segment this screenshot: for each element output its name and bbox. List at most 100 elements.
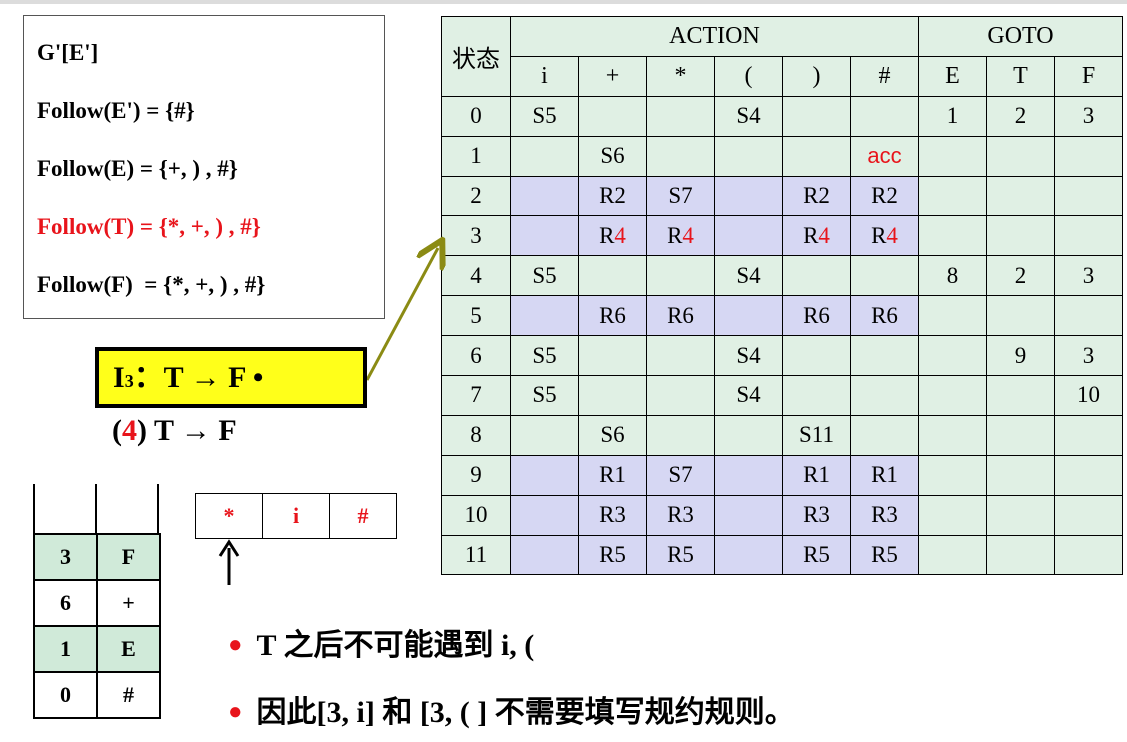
table-cell: R5 xyxy=(646,534,715,576)
grammar-title: G'[E'] xyxy=(37,40,99,65)
state-cell: 3 xyxy=(441,215,511,257)
table-cell xyxy=(578,375,647,416)
follow-line-f: Follow(F) = {*, +, ) , #} xyxy=(37,272,266,297)
follow-line-e: Follow(E) = {+, ) , #} xyxy=(37,156,238,181)
column-header: F xyxy=(1054,55,1123,97)
table-cell: S5 xyxy=(510,335,579,377)
table-cell xyxy=(646,335,715,377)
table-cell xyxy=(850,335,919,377)
stack-row: 0# xyxy=(33,671,161,719)
bullet-dot-icon: ● xyxy=(228,632,243,658)
table-cell: R4 xyxy=(578,215,647,257)
table-cell: 10 xyxy=(1054,375,1123,416)
table-cell xyxy=(510,135,579,177)
table-cell: R3 xyxy=(646,494,715,536)
table-cell: R2 xyxy=(782,175,851,217)
table-cell: 3 xyxy=(1054,335,1123,377)
bullet-1: ●T 之后不可能遇到 i, ( xyxy=(228,620,534,664)
table-cell xyxy=(986,215,1055,257)
production-number: 4 xyxy=(122,414,137,447)
state-header: 状态 xyxy=(441,16,511,97)
state-cell: 9 xyxy=(441,454,511,496)
table-cell: S5 xyxy=(510,95,579,137)
table-cell: R6 xyxy=(646,295,715,337)
table-cell: R5 xyxy=(578,534,647,576)
state-cell: 2 xyxy=(441,175,511,217)
table-cell xyxy=(986,414,1055,456)
state-cell: 5 xyxy=(441,295,511,337)
table-cell: R4 xyxy=(782,215,851,257)
table-cell: R3 xyxy=(850,494,919,536)
column-header: E xyxy=(918,55,987,97)
input-symbol: * xyxy=(195,493,263,539)
state-cell: 1 xyxy=(441,135,511,177)
stack-symbol: F xyxy=(96,533,161,581)
table-cell xyxy=(782,335,851,377)
table-cell xyxy=(986,534,1055,576)
state-cell: 6 xyxy=(441,335,511,377)
state-cell: 10 xyxy=(441,494,511,536)
table-cell xyxy=(986,494,1055,536)
table-cell xyxy=(510,295,579,337)
table-cell: R4 xyxy=(850,215,919,257)
stack-row: 6+ xyxy=(33,579,161,627)
table-cell xyxy=(850,95,919,137)
table-cell xyxy=(782,375,851,416)
state-cell: 8 xyxy=(441,414,511,456)
column-header: # xyxy=(850,55,919,97)
table-cell xyxy=(646,414,715,456)
table-cell: R1 xyxy=(850,454,919,496)
goto-header: GOTO xyxy=(918,16,1123,57)
table-cell xyxy=(510,494,579,536)
table-cell xyxy=(782,255,851,297)
table-cell xyxy=(510,175,579,217)
table-cell: acc xyxy=(850,135,919,177)
input-buffer: *i# xyxy=(195,493,397,539)
table-cell xyxy=(782,95,851,137)
bullet-2: ●因此[3, i] 和 [3, ( ] 不需要填写规约规则。 xyxy=(228,687,795,731)
stack-state: 3 xyxy=(33,533,98,581)
table-cell xyxy=(918,295,987,337)
table-cell xyxy=(1054,454,1123,496)
table-cell xyxy=(1054,534,1123,576)
table-cell xyxy=(918,534,987,576)
accept-label: acc xyxy=(867,143,902,169)
bullet-dot-icon: ● xyxy=(228,699,243,725)
item-production: ：T → F • xyxy=(133,361,264,394)
action-header: ACTION xyxy=(510,16,919,57)
table-cell xyxy=(1054,295,1123,337)
stack-state: 1 xyxy=(33,625,98,673)
follow-line-t: Follow(T) = {*, +, ) , #} xyxy=(37,214,261,239)
table-cell xyxy=(714,454,783,496)
table-cell xyxy=(646,135,715,177)
table-cell: R6 xyxy=(578,295,647,337)
table-cell xyxy=(510,534,579,576)
table-cell xyxy=(850,414,919,456)
item-label-subscript: 3 xyxy=(124,371,134,391)
table-cell: S11 xyxy=(782,414,851,456)
table-cell: R2 xyxy=(850,175,919,217)
input-symbol: # xyxy=(329,493,397,539)
table-cell: 3 xyxy=(1054,95,1123,137)
table-cell xyxy=(578,335,647,377)
table-cell: S4 xyxy=(714,335,783,377)
state-cell: 4 xyxy=(441,255,511,297)
state-cell: 11 xyxy=(441,534,511,576)
table-cell: S7 xyxy=(646,454,715,496)
table-cell: 8 xyxy=(918,255,987,297)
table-cell: S4 xyxy=(714,95,783,137)
item-label: I xyxy=(113,361,125,394)
table-cell: S4 xyxy=(714,375,783,416)
table-cell: R1 xyxy=(782,454,851,496)
